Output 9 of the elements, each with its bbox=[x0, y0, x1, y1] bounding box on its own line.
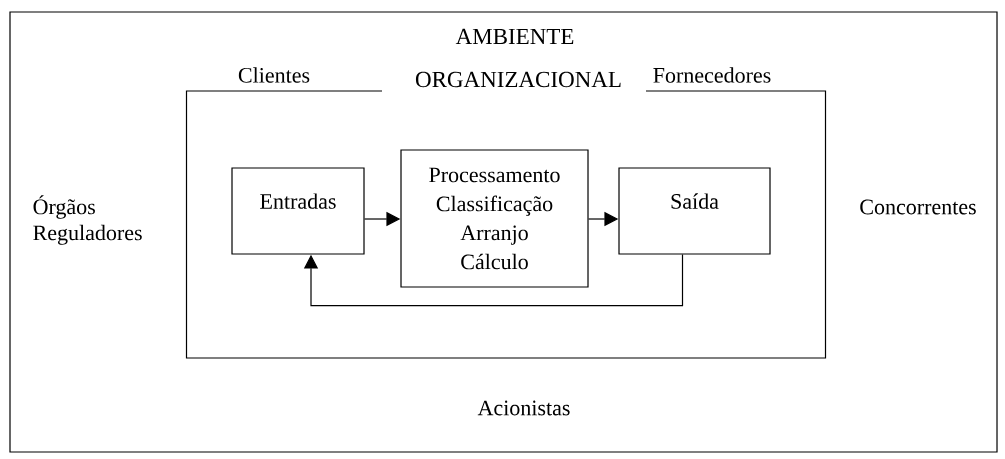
process-box: Entradas bbox=[231, 167, 365, 255]
side-label: Acionistas bbox=[477, 400, 570, 416]
side-label: Clientes bbox=[238, 67, 310, 83]
side-label: Concorrentes bbox=[860, 199, 976, 215]
side-label: Órgãos Reguladores bbox=[33, 195, 142, 245]
arrow bbox=[303, 254, 684, 307]
side-label: Fornecedores bbox=[653, 67, 771, 83]
process-box: Saída bbox=[618, 167, 771, 255]
process-box: Processamento Classificação Arranjo Cálculo bbox=[400, 149, 589, 288]
